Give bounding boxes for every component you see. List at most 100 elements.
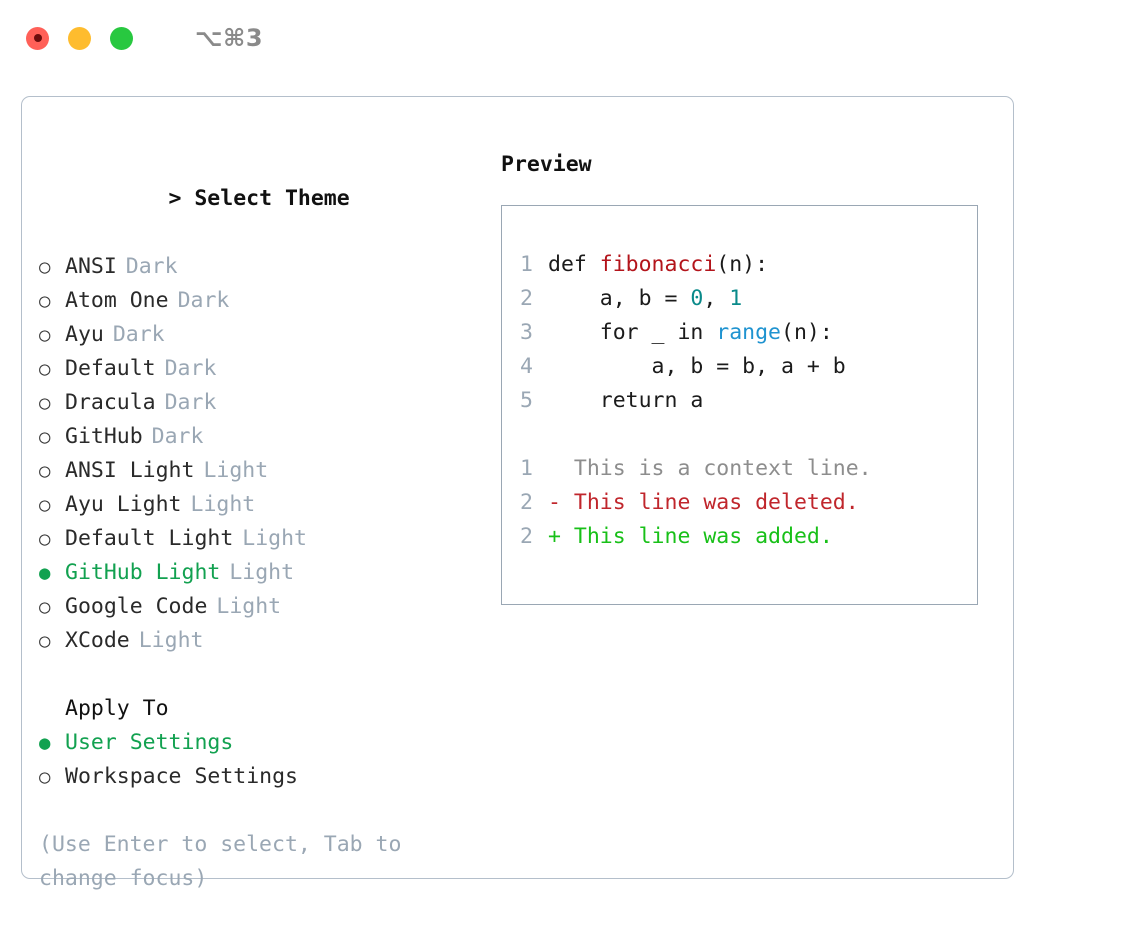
title-bar: ⌥⌘3 bbox=[0, 0, 1140, 76]
line-number: 1 bbox=[520, 456, 533, 481]
apply-to-option-label: User Settings bbox=[65, 730, 234, 755]
theme-option-ansi-light[interactable]: ○ ANSI Light Light bbox=[39, 454, 489, 488]
code-line: 3 for _ in range(n): bbox=[502, 316, 977, 350]
code-token: a, b = b, a + b bbox=[548, 354, 846, 379]
diff-sign bbox=[548, 452, 561, 486]
theme-option-variant: Light bbox=[229, 560, 295, 585]
select-theme-heading-label: Select Theme bbox=[194, 186, 350, 211]
theme-option-label: Ayu bbox=[65, 322, 104, 347]
theme-option-dracula[interactable]: ○ Dracula Dark bbox=[39, 386, 489, 420]
hint-text: (Use Enter to select, Tab to change focu… bbox=[39, 832, 402, 891]
theme-option-label: Ayu Light bbox=[65, 492, 182, 517]
code-token: range bbox=[716, 320, 782, 345]
theme-option-variant: Light bbox=[216, 594, 282, 619]
theme-option-ayu[interactable]: ○ Ayu Dark bbox=[39, 318, 489, 352]
code-line-text: return a bbox=[548, 384, 704, 418]
diff-line-text: This line was added. bbox=[560, 524, 833, 549]
radio-unselected-icon: ○ bbox=[39, 324, 51, 346]
theme-option-google-code[interactable]: ○ Google Code Light bbox=[39, 590, 489, 624]
code-token: (n): bbox=[781, 320, 833, 345]
theme-option-variant: Dark bbox=[125, 254, 178, 279]
theme-option-label: Default bbox=[65, 356, 156, 381]
code-token: 0 bbox=[690, 286, 704, 311]
select-theme-heading: > Select Theme bbox=[39, 148, 489, 250]
diff-line-added: 2+ This line was added. bbox=[502, 520, 977, 554]
radio-unselected-icon: ○ bbox=[39, 392, 51, 414]
line-number: 1 bbox=[520, 252, 533, 277]
theme-option-label: Google Code bbox=[65, 594, 208, 619]
apply-to-option-label: Workspace Settings bbox=[65, 764, 298, 789]
radio-unselected-icon: ○ bbox=[39, 528, 51, 550]
theme-option-label: XCode bbox=[65, 628, 130, 653]
code-line-text: a, b = b, a + b bbox=[548, 350, 846, 384]
code-token: fibonacci bbox=[599, 252, 717, 277]
theme-option-variant: Light bbox=[203, 458, 269, 483]
theme-option-variant: Light bbox=[138, 628, 204, 653]
caret-icon: > bbox=[168, 186, 182, 211]
code-token: def bbox=[548, 252, 600, 277]
theme-option-variant: Dark bbox=[177, 288, 230, 313]
radio-selected-icon: ● bbox=[39, 562, 51, 584]
diff-sign: - bbox=[548, 490, 561, 515]
code-token: 1 bbox=[729, 286, 743, 311]
apply-to-option-user-settings[interactable]: ●User Settings bbox=[39, 726, 489, 760]
code-token: return a bbox=[548, 388, 704, 413]
code-token: a, b = bbox=[548, 286, 691, 311]
line-number: 2 bbox=[520, 286, 533, 311]
radio-unselected-icon: ○ bbox=[39, 290, 51, 312]
maximize-button[interactable] bbox=[110, 26, 133, 50]
radio-unselected-icon: ○ bbox=[39, 596, 51, 618]
code-line: 1 def fibonacci(n): bbox=[502, 248, 977, 282]
diff-sample: 1 This is a context line.2- This line wa… bbox=[502, 452, 977, 554]
theme-option-label: ANSI bbox=[65, 254, 117, 279]
code-line-text: for _ in range(n): bbox=[548, 316, 833, 350]
theme-option-ansi[interactable]: ○ ANSI Dark bbox=[39, 250, 489, 284]
theme-option-variant: Light bbox=[242, 526, 308, 551]
diff-line-deleted: 2- This line was deleted. bbox=[502, 486, 977, 520]
code-line: 2 a, b = 0, 1 bbox=[502, 282, 977, 316]
line-number: 4 bbox=[520, 354, 533, 379]
theme-option-default[interactable]: ○ Default Dark bbox=[39, 352, 489, 386]
diff-line-text: This is a context line. bbox=[560, 456, 872, 481]
code-token: for _ in bbox=[548, 320, 717, 345]
code-line-text: def fibonacci(n): bbox=[548, 248, 768, 282]
window-controls bbox=[26, 26, 133, 50]
radio-unselected-icon: ○ bbox=[39, 460, 51, 482]
line-number: 2 bbox=[520, 524, 533, 549]
radio-unselected-icon: ○ bbox=[39, 426, 51, 448]
radio-unselected-icon: ○ bbox=[39, 494, 51, 516]
line-number: 3 bbox=[520, 320, 533, 345]
theme-option-label: GitHub bbox=[65, 424, 143, 449]
theme-option-variant: Dark bbox=[164, 390, 217, 415]
diff-line-text: This line was deleted. bbox=[560, 490, 859, 515]
apply-to-heading: Apply To bbox=[65, 696, 169, 721]
theme-option-ayu-light[interactable]: ○ Ayu Light Light bbox=[39, 488, 489, 522]
theme-option-variant: Dark bbox=[164, 356, 217, 381]
theme-option-variant: Dark bbox=[112, 322, 165, 347]
close-button[interactable] bbox=[26, 26, 49, 50]
radio-unselected-icon: ○ bbox=[39, 358, 51, 380]
theme-option-label: Dracula bbox=[65, 390, 156, 415]
shortcut-label: ⌥⌘3 bbox=[195, 24, 264, 52]
code-line: 5 return a bbox=[502, 384, 977, 418]
radio-unselected-icon: ○ bbox=[39, 256, 51, 278]
apply-to-option-workspace-settings[interactable]: ○Workspace Settings bbox=[39, 760, 489, 794]
theme-option-variant: Light bbox=[190, 492, 256, 517]
theme-option-label: ANSI Light bbox=[65, 458, 195, 483]
code-diff-gap bbox=[502, 418, 977, 452]
theme-option-label: Atom One bbox=[65, 288, 169, 313]
theme-option-atom-one[interactable]: ○ Atom One Dark bbox=[39, 284, 489, 318]
minimize-button[interactable] bbox=[68, 26, 91, 50]
line-number: 5 bbox=[520, 388, 533, 413]
diff-line-context: 1 This is a context line. bbox=[502, 452, 977, 486]
